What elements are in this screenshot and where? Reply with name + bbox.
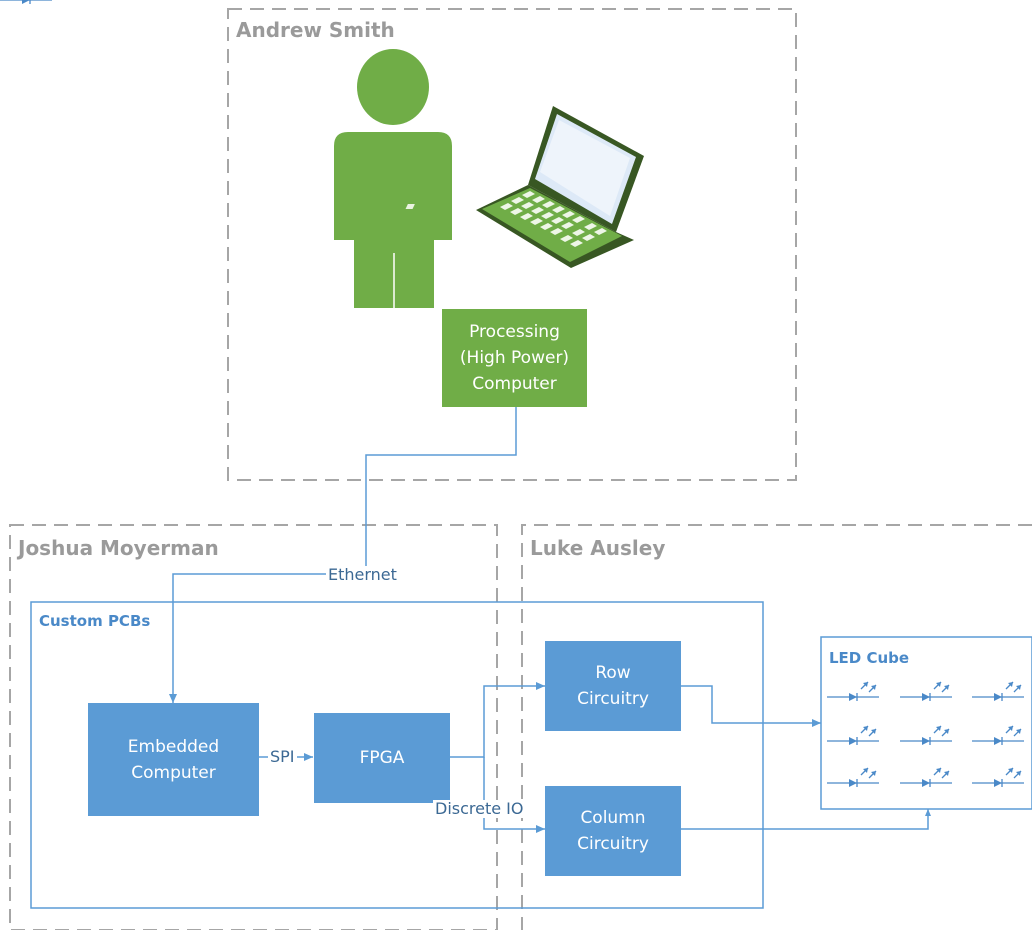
led-cube-outline <box>820 636 1032 810</box>
discrete-io-label: Discrete IO <box>433 799 526 818</box>
zone-joshua-moyerman <box>9 524 498 930</box>
custom-pcbs-title: Custom PCBs <box>39 612 151 630</box>
led-cube-diode-icon <box>0 0 1025 788</box>
processing-computer-node: Processing (High Power) Computer <box>442 309 587 407</box>
row-circuitry-node: Row Circuitry <box>545 641 681 731</box>
zone-luke-ausley <box>521 524 1032 930</box>
zone-title-joshua-moyerman: Joshua Moyerman <box>18 536 219 560</box>
fpga-node: FPGA <box>314 713 450 803</box>
custom-pcbs-outline <box>30 601 764 909</box>
embedded-computer-node: Embedded Computer <box>88 703 259 816</box>
column-circuitry-node: Column Circuitry <box>545 786 681 876</box>
zone-andrew-smith <box>227 8 797 481</box>
spi-label: SPI <box>268 747 297 766</box>
ethernet-label: Ethernet <box>326 565 399 584</box>
led-cube-title: LED Cube <box>829 649 910 667</box>
laptop-icon <box>405 106 644 268</box>
zone-title-luke-ausley: Luke Ausley <box>530 536 666 560</box>
zone-title-andrew-smith: Andrew Smith <box>236 18 395 42</box>
person-icon <box>334 49 452 308</box>
